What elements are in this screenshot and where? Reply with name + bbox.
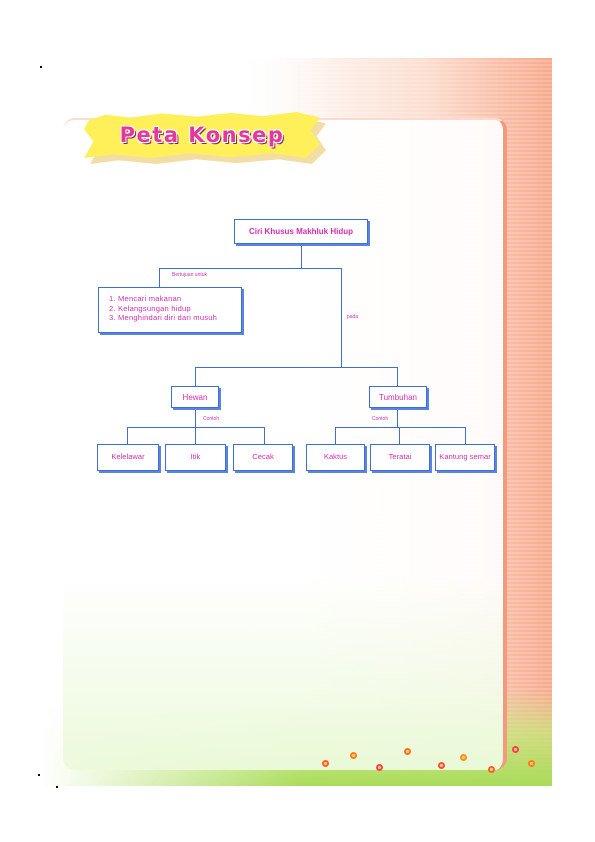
connector-line — [341, 268, 342, 367]
connector-line — [264, 427, 265, 444]
concept-root-label: Ciri Khusus Makhluk Hidup — [248, 227, 353, 236]
example-box: Itik — [165, 444, 226, 471]
corner-mark — [56, 786, 58, 788]
flower-icon — [404, 748, 411, 755]
example-label: Teratai — [388, 452, 412, 462]
flower-icon — [460, 754, 467, 761]
flower-icon — [512, 746, 519, 753]
purpose-connector-label: Bertujuan untuk — [172, 272, 208, 278]
corner-mark — [38, 774, 40, 776]
connector-line — [127, 427, 265, 428]
example-box: Kelelawar — [97, 444, 159, 471]
connector-line — [195, 409, 196, 427]
purpose-item: Kelangsungan hidup — [118, 304, 217, 314]
example-label: Kantung semar — [439, 452, 491, 462]
branch-label: Hewan — [182, 392, 208, 402]
connector-line — [195, 367, 398, 368]
concept-root-box: Ciri Khusus Makhluk Hidup — [234, 219, 368, 244]
page-title: Peta Konsep — [119, 123, 285, 147]
purpose-item: Menghindari diri dari musuh — [118, 313, 217, 323]
purpose-list: Mencari makanan Kelangsungan hidup Mengh… — [103, 294, 217, 323]
example-label: Kelelawar — [111, 452, 145, 462]
branch-box-hewan: Hewan — [171, 386, 219, 408]
connector-line — [465, 427, 466, 444]
connector-line — [195, 367, 196, 386]
connector-line — [301, 246, 302, 268]
purpose-list-box: Mencari makanan Kelangsungan hidup Mengh… — [98, 287, 242, 333]
connector-line — [159, 268, 160, 287]
title-banner — [84, 112, 320, 158]
flower-icon — [376, 764, 383, 771]
connector-line — [397, 409, 398, 427]
connector-line — [195, 427, 196, 444]
flower-icon — [528, 760, 535, 767]
connector-line — [397, 367, 398, 386]
flower-icon — [350, 752, 357, 759]
connector-line — [399, 427, 400, 444]
example-box: Kantung semar — [435, 444, 495, 471]
branch-box-tumbuhan: Tumbuhan — [369, 386, 427, 408]
on-connector-label: pada — [347, 314, 359, 320]
branch-label: Tumbuhan — [379, 392, 417, 402]
connector-line — [335, 427, 336, 444]
flower-icon — [438, 762, 445, 769]
example-label: Itik — [190, 452, 201, 462]
corner-mark — [40, 66, 42, 68]
connector-line — [159, 268, 342, 269]
example-label: Kaktus — [323, 452, 348, 462]
example-box: Kaktus — [306, 444, 365, 471]
example-label: Cecak — [252, 452, 274, 462]
example-box: Cecak — [233, 444, 293, 471]
flower-icon — [322, 760, 329, 767]
connector-line — [335, 427, 466, 428]
purpose-item: Mencari makanan — [118, 294, 217, 304]
flower-icon — [488, 766, 495, 773]
example-connector-label: Contoh — [372, 416, 389, 422]
connector-line — [127, 427, 128, 444]
example-connector-label: Contoh — [203, 416, 220, 422]
example-box: Teratai — [370, 444, 430, 471]
